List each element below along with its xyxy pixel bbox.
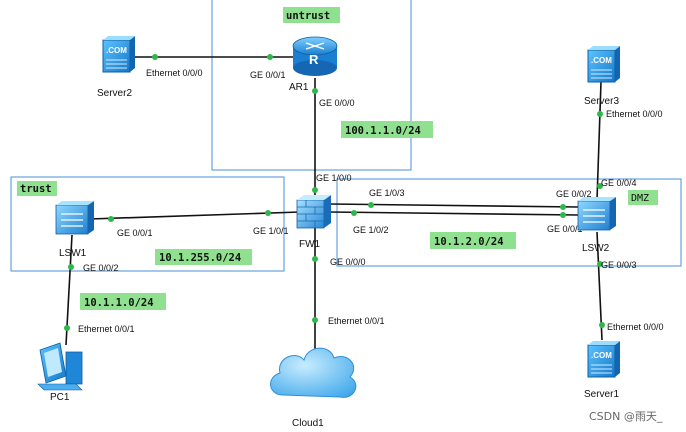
port-dot[interactable]	[312, 317, 318, 323]
port-label: GE 1/0/2	[353, 225, 389, 235]
port-dot[interactable]	[597, 183, 603, 189]
port-dot[interactable]	[312, 187, 318, 193]
port-label: Ethernet 0/0/0	[606, 109, 663, 119]
device-label-server2: Server2	[97, 88, 132, 99]
pc1-device[interactable]: PC1	[37, 342, 83, 403]
port-label: GE 0/0/0	[319, 98, 355, 108]
svg-text:.COM: .COM	[591, 56, 612, 65]
switch-icon	[577, 197, 616, 231]
port-dot[interactable]	[560, 204, 566, 210]
zone-label-trust: trust	[20, 183, 52, 195]
port-label: GE 0/0/2	[83, 263, 119, 273]
server-icon: .COM	[587, 341, 620, 378]
network-label-trust-link: 10.1.255.0/24	[159, 252, 241, 264]
port-label: GE 1/0/0	[316, 173, 352, 183]
network-label-wan: 100.1.1.0/24	[345, 125, 421, 137]
ar1-device[interactable]: R AR1	[289, 36, 338, 93]
svg-text:.COM: .COM	[106, 46, 127, 55]
port-dot[interactable]	[597, 261, 603, 267]
device-label-lsw2: LSW2	[582, 243, 610, 254]
links	[65, 56, 603, 350]
link-server3-lsw2	[596, 81, 602, 201]
port-dot[interactable]	[560, 212, 566, 218]
server-icon: .COM	[102, 36, 135, 73]
cloud-icon	[270, 347, 357, 398]
port-label: GE 0/0/0	[330, 257, 366, 267]
link-fw1-lsw2-b	[329, 211, 579, 216]
zone-dmz	[336, 178, 682, 267]
port-label: GE 0/0/1	[117, 228, 153, 238]
firewall-icon	[296, 195, 331, 229]
server1-device[interactable]: .COM Server1	[584, 341, 620, 400]
port-dot[interactable]	[267, 54, 273, 60]
zone-label-dmz: DMZ	[631, 193, 649, 204]
svg-text:R: R	[309, 52, 319, 67]
network-label-dmz: 10.1.2.0/24	[434, 236, 504, 248]
port-label: GE 0/0/3	[601, 260, 637, 270]
port-label: Ethernet 0/0/0	[607, 322, 664, 332]
port-label: GE 1/0/3	[369, 188, 405, 198]
port-dot[interactable]	[599, 322, 605, 328]
lsw2-device[interactable]: LSW2	[577, 197, 616, 254]
zone-trust	[10, 176, 285, 272]
lsw1-device[interactable]: LSW1	[55, 201, 94, 259]
port-dot[interactable]	[312, 256, 318, 262]
watermark: CSDN @雨天_	[589, 410, 663, 423]
switch-icon	[55, 201, 94, 235]
port-label: Ethernet 0/0/0	[146, 68, 203, 78]
port-dots	[64, 54, 605, 331]
device-label-lsw1: LSW1	[59, 248, 87, 259]
port-label: GE 1/0/1	[253, 226, 289, 236]
router-icon: R	[292, 36, 338, 76]
port-dot[interactable]	[351, 210, 357, 216]
network-label-pc-lan: 10.1.1.0/24	[84, 297, 154, 309]
fw1-device[interactable]: FW1	[296, 195, 331, 250]
link-lsw1-fw1	[89, 211, 301, 220]
port-label: GE 0/0/2	[556, 189, 592, 199]
cloud1-device[interactable]: Cloud1	[270, 347, 357, 429]
label-backgrounds	[17, 7, 658, 310]
device-label-server1: Server1	[584, 389, 619, 400]
device-label-server3: Server3	[584, 96, 619, 107]
server-icon: .COM	[587, 46, 620, 83]
pc-icon	[37, 342, 83, 391]
port-dot[interactable]	[597, 111, 603, 117]
port-dot[interactable]	[265, 210, 271, 216]
port-dot[interactable]	[108, 216, 114, 222]
zone-label-untrust: untrust	[286, 10, 330, 22]
port-dot[interactable]	[368, 202, 374, 208]
port-dot[interactable]	[312, 88, 318, 94]
port-label: Ethernet 0/0/1	[328, 316, 385, 326]
port-dot[interactable]	[68, 264, 74, 270]
port-dot[interactable]	[152, 54, 158, 60]
device-label-cloud1: Cloud1	[292, 418, 324, 429]
port-label: GE 0/0/4	[601, 178, 637, 188]
svg-text:.COM: .COM	[591, 351, 612, 360]
link-fw1-lsw2-a	[329, 203, 579, 208]
device-label-fw1: FW1	[299, 239, 321, 250]
server2-device[interactable]: .COM Server2	[97, 36, 135, 99]
port-dot[interactable]	[64, 325, 70, 331]
port-label: Ethernet 0/0/1	[78, 324, 135, 334]
zone-untrust	[211, 0, 412, 171]
port-label: GE 0/0/1	[250, 70, 286, 80]
device-label-ar1: AR1	[289, 82, 309, 93]
device-label-pc1: PC1	[50, 392, 70, 403]
port-label: GE 0/0/1	[547, 224, 583, 234]
server3-device[interactable]: .COM Server3	[584, 46, 620, 107]
link-lsw2-server1	[596, 231, 603, 341]
